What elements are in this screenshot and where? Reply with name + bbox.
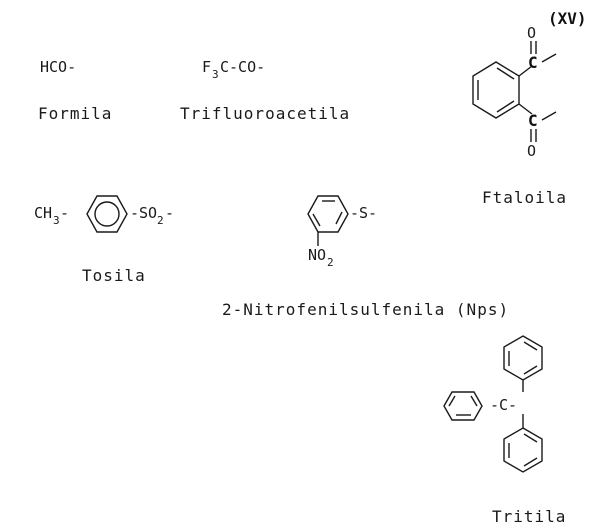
tosyl-structure: CH 3 - -SO 2 -	[34, 195, 174, 233]
trifluoroacetyl-name: Trifluoroacetila	[180, 104, 350, 123]
tosyl-ch3-bond: -	[60, 204, 69, 222]
formyl-formula: HCO-	[40, 58, 76, 76]
trityl-phenyl-left	[443, 391, 483, 421]
tosyl-benzene-ring	[86, 195, 128, 233]
trityl-phenyl-top	[503, 335, 543, 381]
nps-no2-subscript: 2	[327, 256, 334, 269]
trifluoroacetyl-rest: C-CO-	[220, 58, 265, 76]
tosyl-name: Tosila	[82, 266, 146, 285]
formyl-name: Formila	[38, 104, 112, 123]
trityl-name: Tritila	[492, 507, 566, 526]
phthaloyl-benzene-ring	[472, 61, 520, 119]
nps-no2: NO	[308, 246, 326, 264]
phthaloyl-oxygen-top: O	[527, 24, 536, 42]
phthaloyl-carbonyl-c-bottom: C	[528, 111, 538, 130]
tosyl-ch3-subscript: 3	[53, 214, 60, 227]
nps-name: 2-Nitrofenilsulfenila (Nps)	[222, 300, 509, 319]
trifluoroacetyl-formula: F 3 C-CO-	[202, 58, 265, 81]
trityl-structure: -C-	[443, 335, 543, 473]
nps-s-group: -S-	[350, 204, 377, 222]
nps-structure: -S- NO 2	[307, 195, 377, 269]
phthaloyl-name: Ftaloila	[482, 188, 567, 207]
tosyl-so2-bond: -	[165, 204, 174, 222]
phthaloyl-oxygen-bottom: O	[527, 142, 536, 160]
phthaloyl-carbonyl-c-top: C	[528, 53, 538, 72]
trifluoroacetyl-f: F	[202, 58, 211, 76]
trityl-phenyl-bottom	[503, 427, 543, 473]
tosyl-so2-subscript: 2	[157, 214, 164, 227]
tosyl-ch3: CH	[34, 204, 52, 222]
phthaloyl-structure: C C O O	[472, 24, 557, 160]
trifluoroacetyl-f-subscript: 3	[212, 68, 219, 81]
tosyl-so2: -SO	[130, 204, 157, 222]
trityl-central-carbon: -C-	[490, 396, 517, 414]
figure-tag: (XV)	[548, 9, 587, 28]
